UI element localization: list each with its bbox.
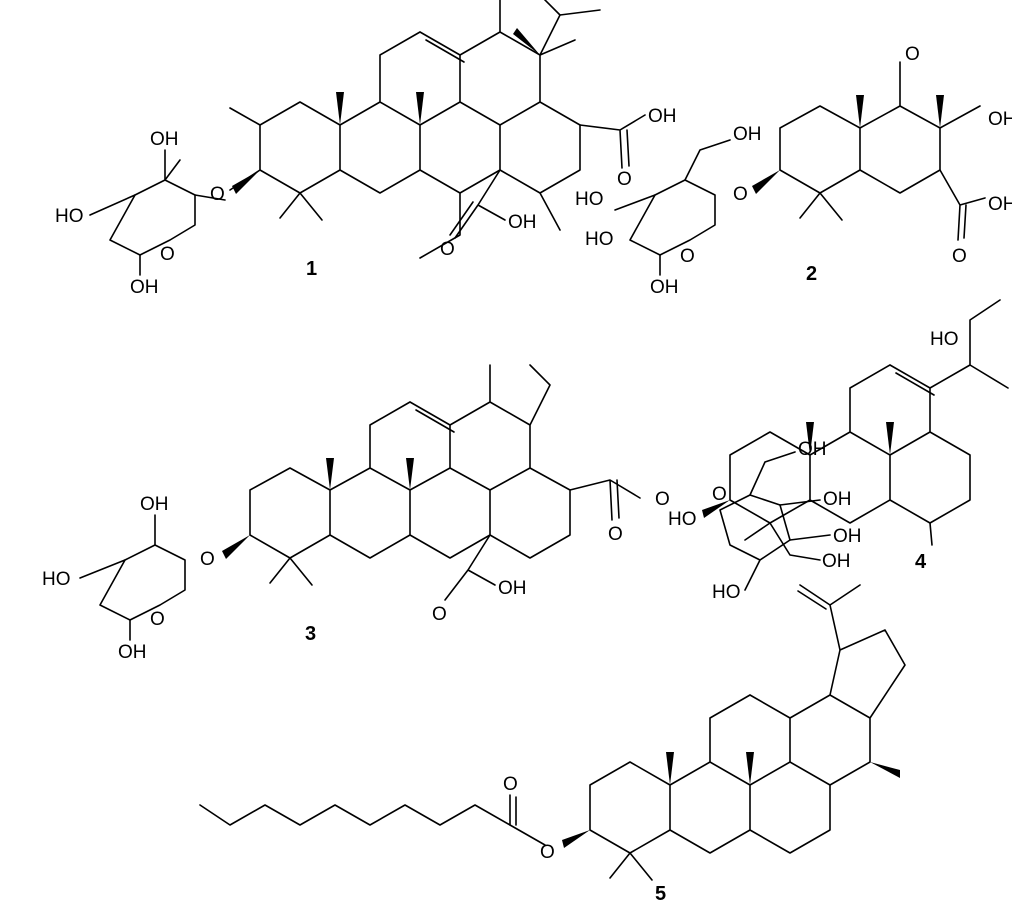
compound-3-o-glyco: O: [200, 549, 215, 570]
compound-5-structure: O O 5: [199, 584, 906, 905]
compound-5-o-carbonyl: O: [503, 774, 518, 795]
compound-1-oh-acid-top: OH: [648, 106, 677, 127]
compound-3-oh-acid-bottom: OH: [498, 578, 527, 599]
compound-4-oh-c3: HO: [668, 509, 697, 530]
compound-2-oh-sugar-3: OH: [650, 277, 679, 298]
compound-2-o-glyco: O: [733, 184, 748, 205]
compound-4-oh-ch2: OH: [822, 551, 851, 572]
compound-1-oh-sugar-3: OH: [130, 277, 159, 298]
compound-1-o-acid-bottom: O: [440, 239, 455, 260]
compound-3-oh-right-ch2: OH: [798, 439, 827, 460]
compound-3-o-ester-carbonyl: O: [608, 524, 623, 545]
compound-4-oh-top: HO: [930, 329, 959, 350]
compound-3-o-acid-bottom: O: [432, 604, 447, 625]
compound-3-structure: O O OH O O O OH HO OH O OH OH OH HO 3: [42, 364, 862, 663]
compound-2-oh-sugar-1: HO: [575, 189, 604, 210]
compound-3-o-ring-right: O: [712, 484, 727, 505]
compound-2-o-acid-top: O: [952, 246, 967, 267]
compound-1-o-acid-top: O: [617, 169, 632, 190]
compound-1-structure: OH O OH O O O OH HO OH 1: [55, 0, 677, 298]
compound-2-oh-sugar-2: HO: [585, 229, 614, 250]
compound-2-oh-acid-top: OH: [988, 109, 1012, 130]
compound-1-o-ring: O: [160, 244, 175, 265]
compound-4-structure: HO HO OH 4: [668, 299, 1009, 573]
compound-3-oh-right-3: HO: [712, 582, 741, 603]
compound-2-number: 2: [806, 263, 817, 285]
compound-2-o-acid-bottom: O: [905, 44, 920, 65]
compound-2-o-ring: O: [680, 246, 695, 267]
compound-1-number: 1: [306, 258, 317, 280]
compound-1-oh-sugar-1: OH: [150, 129, 179, 150]
compound-3-oh-sugar-left-1: OH: [140, 494, 169, 515]
compound-3-o-ring-left: O: [150, 609, 165, 630]
compound-3-oh-sugar-left-2: HO: [42, 569, 71, 590]
compound-5-number: 5: [655, 883, 666, 905]
compound-3-oh-right-2: OH: [833, 526, 862, 547]
compound-5-o-ester: O: [540, 842, 555, 863]
compound-1-oh-sugar-2: HO: [55, 206, 84, 227]
compound-2-oh-ch2: OH: [733, 124, 762, 145]
compound-3-oh-right-1: OH: [823, 489, 852, 510]
compound-4-number: 4: [915, 551, 927, 573]
compound-2-structure: OH O OH O O O OH HO HO OH 2: [575, 44, 1012, 298]
compound-1-oh-acid-bottom: OH: [508, 212, 537, 233]
compound-2-oh-acid-bottom: OH: [988, 194, 1012, 215]
compound-3-oh-sugar-left-3: OH: [118, 642, 147, 663]
compound-3-o-ester: O: [655, 489, 670, 510]
compound-1-o-glyco: O: [210, 184, 225, 205]
compound-3-number: 3: [305, 623, 316, 645]
